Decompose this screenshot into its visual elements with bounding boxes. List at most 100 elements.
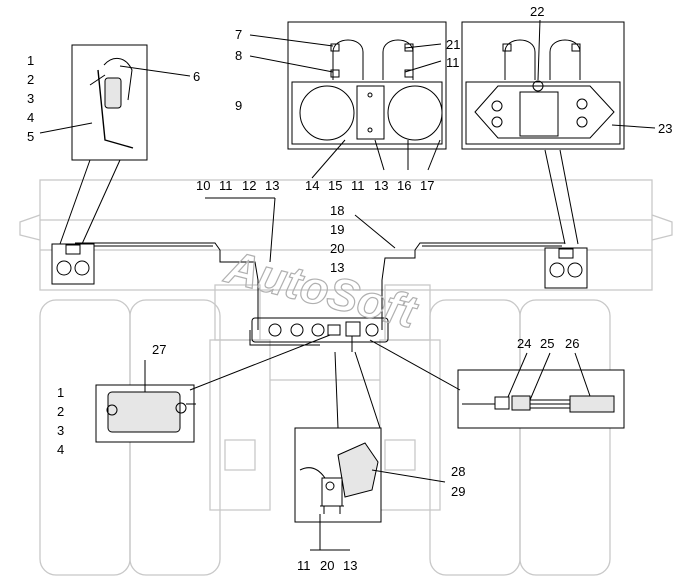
callout-28: 28: [451, 464, 465, 479]
callout-13-mid: 13: [374, 178, 388, 193]
leader-26: [574, 352, 591, 397]
left-hanger-ghost: [214, 284, 261, 341]
callout-22: 22: [530, 4, 544, 19]
plate-screw-top: [367, 92, 373, 98]
pointer-tl-right: [81, 159, 121, 245]
callout-2-top: 2: [27, 72, 34, 87]
right-axle-bracket: [384, 439, 416, 471]
leader-24: [507, 352, 528, 398]
connector-sleeve: [569, 395, 615, 413]
wheel-right-outer: [519, 299, 611, 576]
inset-reverse-lamp: [294, 351, 446, 550]
left-rear-light-lens-2: [74, 260, 90, 276]
back-u-bolt-left: [504, 39, 536, 80]
side-lamp-body: [107, 391, 181, 433]
back-socket-3: [576, 98, 588, 110]
callout-14: 14: [305, 178, 319, 193]
lamp-back-plate: [474, 85, 615, 139]
leader-7: [249, 34, 334, 47]
leader-21: [404, 43, 442, 49]
harness-right-run: [381, 242, 565, 330]
chassis-ghost: [19, 179, 673, 576]
bar-connector: [327, 324, 341, 336]
back-center-box: [519, 91, 559, 137]
pointer-mr: [369, 339, 461, 391]
mount-pivot: [325, 481, 335, 491]
inset-rear-lamp-back: [461, 19, 656, 245]
callout-4-mid: 4: [57, 442, 64, 457]
callout-27: 27: [152, 342, 166, 357]
right-rear-light-lens-1: [549, 262, 565, 278]
callout-20-bottom: 20: [320, 558, 334, 573]
side-lamp-cap-left: [106, 404, 118, 416]
rear-lights-mounted: [51, 243, 588, 289]
right-rear-light-lens-2: [567, 262, 583, 278]
callout-10: 10: [196, 178, 210, 193]
lamp-bracket: [97, 69, 134, 149]
bar-lamp-1: [268, 323, 282, 337]
nut-left-bottom: [330, 69, 340, 78]
wheel-right-inner: [429, 299, 521, 576]
inset-connector: [369, 339, 625, 429]
callout-11-bottom: 11: [297, 558, 311, 573]
callout-12: 12: [242, 178, 256, 193]
right-frame-bracket: [651, 214, 673, 241]
callout-labels: 1 2 3 4 5 6 7 8 9 21 11 22 23 14 15 11 1…: [27, 4, 672, 573]
back-u-bolt-right: [549, 39, 581, 80]
callout-9: 9: [235, 98, 242, 113]
callout-25: 25: [540, 336, 554, 351]
callout-21: 21: [446, 37, 460, 52]
callout-2-mid: 2: [57, 404, 64, 419]
right-rear-light-clamp: [558, 248, 574, 259]
bar-lamp-4: [365, 323, 379, 337]
leader-1-4: [89, 74, 106, 86]
pointer-tr-left: [544, 149, 566, 245]
callout-11-mid: 11: [351, 178, 365, 193]
pointer-tl-left: [59, 159, 91, 245]
callout-13-bottom: 13: [343, 558, 357, 573]
callout-6: 6: [193, 69, 200, 84]
inset-side-lamp: [95, 334, 331, 443]
left-axle-bracket: [224, 439, 256, 471]
back-nut-2: [571, 43, 581, 52]
callout-1-top: 1: [27, 53, 34, 68]
reverse-lamp-head: [337, 442, 379, 498]
callout-5: 5: [27, 129, 34, 144]
callout-13-left: 13: [265, 178, 279, 193]
left-rear-light-lens-1: [56, 260, 72, 276]
side-lamp-cap-right: [175, 402, 187, 414]
callout-17: 17: [420, 178, 434, 193]
harness-under-left: [249, 330, 320, 346]
wiring-harness: [75, 242, 565, 352]
inset-clearance-lamp: [39, 44, 191, 245]
rear-frame-outline: [39, 179, 653, 291]
nut-right-bottom: [404, 69, 414, 78]
leader-11-top: [404, 60, 442, 73]
leader-23: [611, 124, 656, 129]
leader-14: [311, 139, 346, 179]
pointer-ml: [189, 334, 331, 391]
lamp-lens-left: [299, 85, 355, 141]
right-spring-ghost: [379, 339, 441, 511]
lamp-center-plate: [356, 85, 385, 140]
lamp-housing-back: [465, 81, 621, 145]
pointer-bc-right: [354, 351, 381, 429]
back-socket-1: [491, 100, 503, 112]
reverse-lamp-cable: [299, 467, 326, 479]
leader-8: [249, 55, 334, 73]
callout-3-top: 3: [27, 91, 34, 106]
bar-lamp-3: [311, 323, 325, 337]
leader-17: [427, 139, 441, 171]
callout-24: 24: [517, 336, 531, 351]
callout-23: 23: [658, 121, 672, 136]
connector-socket: [511, 395, 531, 411]
callout-19: 19: [330, 222, 344, 237]
left-frame-bracket: [19, 214, 41, 241]
leader-25: [529, 352, 551, 401]
pointer-bc-left: [334, 351, 339, 429]
lamp-lens-right: [387, 85, 443, 141]
callout-15: 15: [328, 178, 342, 193]
callout-4-top: 4: [27, 110, 34, 125]
bracket-10-13-drop: [269, 197, 276, 263]
